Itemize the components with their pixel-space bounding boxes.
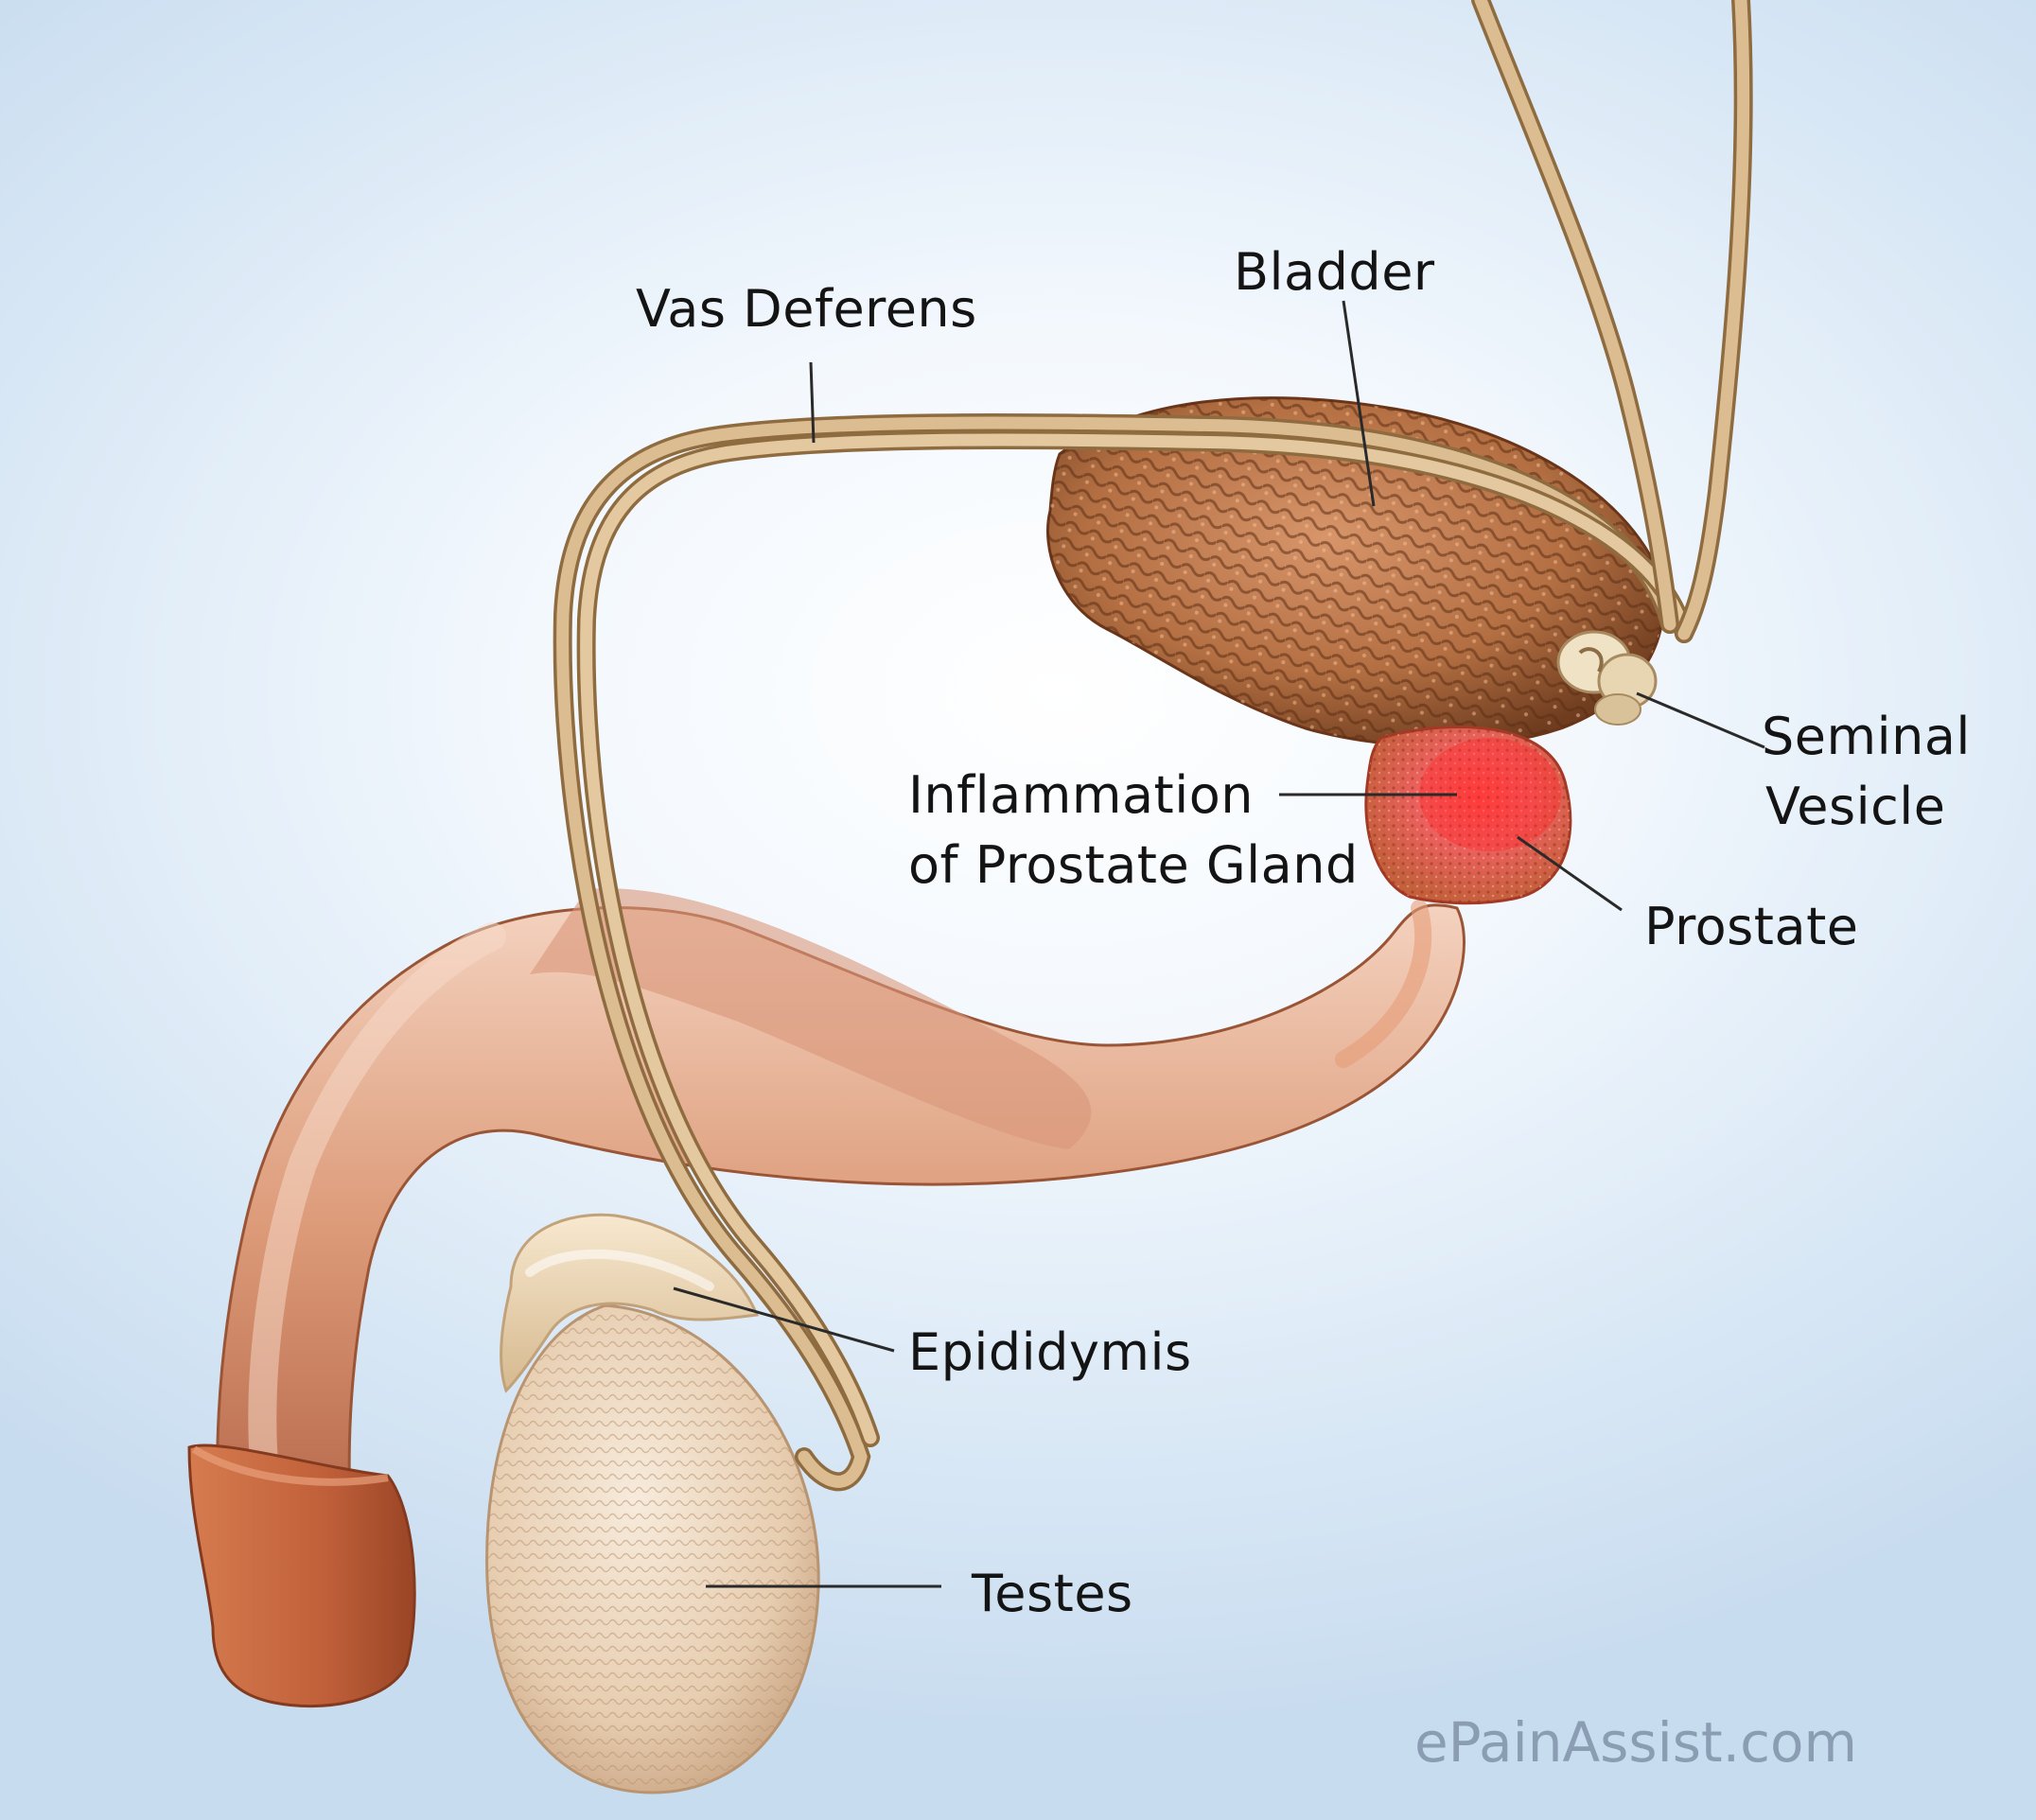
label-inflammation-line1: Inflammation: [908, 765, 1254, 825]
label-seminal-vesicle-line2: Vesicle: [1765, 777, 1946, 836]
label-inflammation-line2: of Prostate Gland: [908, 835, 1359, 895]
leader-bladder: [1342, 300, 1376, 507]
leader-lines: [673, 300, 1765, 1588]
leader-seminal-vesicle: [1636, 691, 1765, 749]
seminal-vesicle-organ: [1556, 630, 1658, 726]
prostate-organ: [1364, 726, 1572, 905]
label-epididymis: Epididymis: [908, 1322, 1192, 1382]
label-prostate: Prostate: [1644, 897, 1859, 956]
epididymis-organ: [500, 1213, 760, 1393]
label-bladder: Bladder: [1234, 242, 1435, 302]
vas-deferens-tube: [553, 0, 1753, 1492]
leader-prostate: [1517, 835, 1623, 912]
watermark: ePainAssist.com: [1414, 1710, 1857, 1775]
label-vas-deferens: Vas Deferens: [636, 279, 977, 339]
leader-epididymis: [673, 1286, 895, 1353]
testes-organ: [485, 1304, 820, 1794]
label-testes: Testes: [972, 1564, 1133, 1623]
label-seminal-vesicle-line1: Seminal: [1762, 707, 1971, 766]
leader-vas-deferens: [809, 361, 816, 444]
glans: [187, 1444, 416, 1708]
penis: [216, 888, 1466, 1629]
